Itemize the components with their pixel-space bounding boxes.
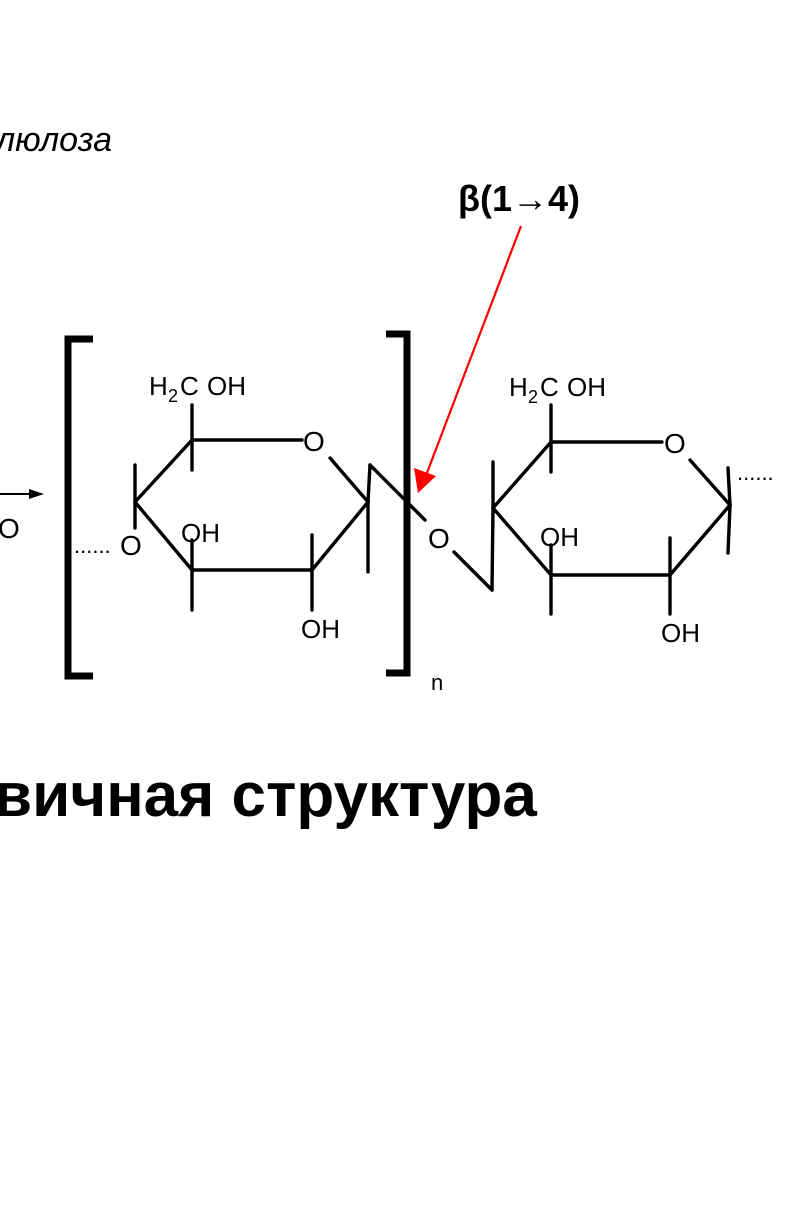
right-ch2oh-subscript: 2 (528, 387, 538, 407)
right-ch2oh-oh: OH (567, 372, 606, 402)
left-ring-oxygen: O (303, 426, 325, 457)
right-oh-c2: OH (661, 618, 700, 648)
left-ch2oh-c: C (180, 371, 199, 401)
right-oh-c3: OH (540, 522, 579, 552)
bridge-bonds (452, 506, 495, 592)
left-ch2oh-oh: OH (207, 371, 246, 401)
chain-dots-right: ...... (737, 460, 774, 485)
left-linkage-oxygen: O (120, 530, 142, 561)
chain-dots-left: ...... (74, 533, 111, 558)
left-oh-c3: OH (181, 518, 220, 548)
polymer-name-label: люлоза (0, 121, 112, 159)
truncated-oxygen-label: O (0, 513, 20, 544)
truncated-arrow (0, 489, 44, 499)
glucose-ring-right (491, 403, 732, 616)
right-ch2oh-h: H (509, 372, 528, 402)
section-heading: вичная структура (0, 761, 537, 830)
bridge-oxygen: O (428, 523, 450, 554)
left-oh-c2: OH (301, 614, 340, 644)
left-ch2oh-h: H (149, 371, 168, 401)
linkage-pointer-arrow (414, 225, 523, 493)
right-ring-oxygen: O (664, 428, 686, 459)
repeat-count-subscript: n (431, 670, 443, 695)
right-ch2oh-c: C (540, 372, 559, 402)
glucose-ring-left (133, 403, 427, 612)
left-ch2oh-subscript: 2 (168, 386, 178, 406)
linkage-type-label: β(1→4) (458, 178, 580, 219)
